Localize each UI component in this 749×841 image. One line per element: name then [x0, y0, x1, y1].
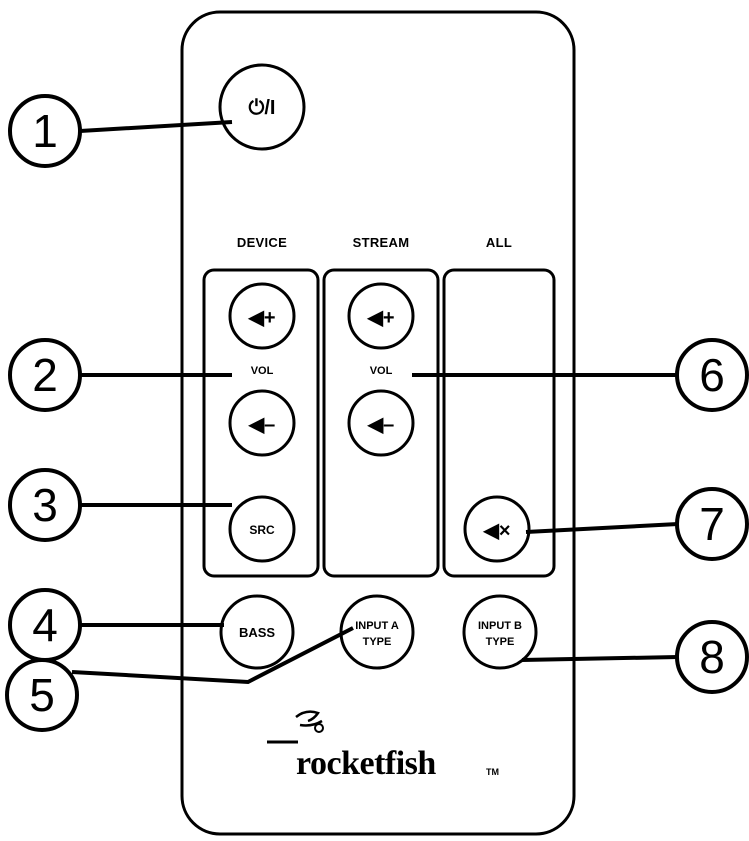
- svg-text:3: 3: [32, 479, 58, 531]
- src-label: SRC: [249, 523, 275, 537]
- group-label-stream: STREAM: [353, 235, 410, 250]
- brand-logo-text: rocketfish: [296, 745, 436, 782]
- svg-text:8: 8: [699, 631, 725, 683]
- device-volume-up-button[interactable]: ◀+: [228, 282, 296, 350]
- stream-vol-label: VOL: [370, 365, 393, 377]
- device-vol-label: VOL: [251, 365, 274, 377]
- input-a-type-button[interactable]: INPUT A TYPE: [339, 594, 415, 670]
- callout-7: 7: [675, 487, 749, 561]
- input-b-label-line2: TYPE: [486, 636, 515, 648]
- callout-1: 1: [8, 94, 82, 168]
- svg-text:6: 6: [699, 349, 725, 401]
- input-b-type-button[interactable]: INPUT B TYPE: [462, 594, 538, 670]
- power-icon: ⏻/I: [249, 97, 276, 119]
- input-b-label-line1: INPUT B: [478, 620, 522, 632]
- svg-text:2: 2: [32, 349, 58, 401]
- stream-volume-down-button[interactable]: ◀–: [347, 389, 415, 457]
- speaker-minus-icon: ◀–: [248, 414, 276, 436]
- src-button[interactable]: SRC: [228, 495, 296, 563]
- input-a-label-line1: INPUT A: [355, 620, 399, 632]
- svg-text:4: 4: [32, 599, 58, 651]
- svg-text:1: 1: [32, 105, 58, 157]
- bass-label: BASS: [239, 625, 275, 640]
- brand-trademark: TM: [486, 767, 499, 777]
- speaker-plus-icon: ◀+: [247, 307, 275, 329]
- rocketfish-logo-icon: [267, 710, 324, 744]
- callout-6: 6: [675, 338, 749, 412]
- callout-leaders: [71, 120, 679, 685]
- all-panel: [442, 268, 556, 578]
- callout-8: 8: [675, 620, 749, 694]
- mute-all-button[interactable]: ◀×: [463, 495, 531, 563]
- svg-text:7: 7: [699, 498, 725, 550]
- stream-panel: [322, 268, 440, 578]
- group-label-all: ALL: [486, 235, 512, 250]
- callout-5: 5: [5, 658, 79, 732]
- svg-text:5: 5: [29, 669, 55, 721]
- callout-3: 3: [8, 468, 82, 542]
- speaker-mute-icon: ◀×: [482, 520, 510, 542]
- group-label-device: DEVICE: [237, 235, 287, 250]
- callout-4: 4: [8, 588, 82, 662]
- speaker-minus-icon: ◀–: [367, 414, 395, 436]
- device-volume-down-button[interactable]: ◀–: [228, 389, 296, 457]
- input-a-label-line2: TYPE: [363, 636, 392, 648]
- bass-button[interactable]: BASS: [219, 594, 295, 670]
- stream-volume-up-button[interactable]: ◀+: [347, 282, 415, 350]
- callout-2: 2: [8, 338, 82, 412]
- device-panel: [202, 268, 320, 578]
- power-button[interactable]: ⏻/I: [218, 63, 306, 151]
- speaker-plus-icon: ◀+: [366, 307, 394, 329]
